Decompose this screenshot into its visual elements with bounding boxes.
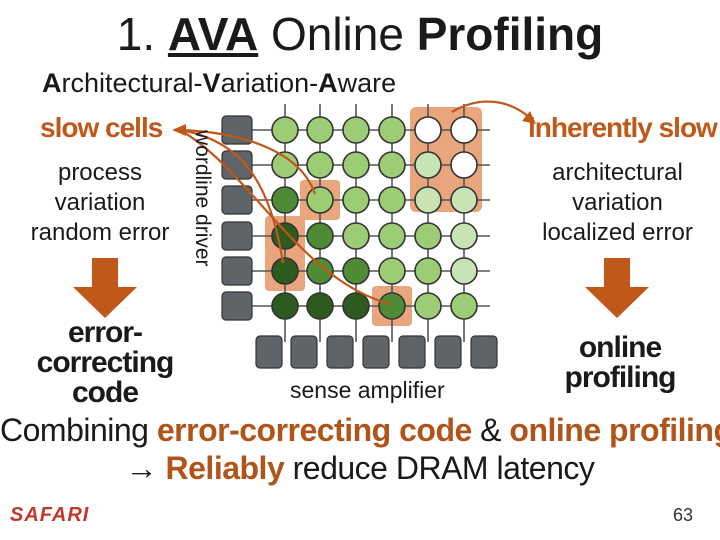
dram-cell	[450, 257, 478, 285]
sense-amplifier-block	[398, 335, 426, 369]
title-number: 1.	[116, 8, 156, 60]
dram-cell	[414, 292, 442, 320]
arrow-head-inherent	[522, 111, 536, 124]
ecc-line-1: error-correcting	[36, 316, 175, 379]
title-online: Online	[270, 8, 404, 60]
dram-cell	[306, 151, 334, 179]
right-desc-line-3: localized error	[542, 219, 693, 246]
dram-cell	[450, 222, 478, 250]
ecc-line-2: code	[71, 376, 139, 409]
wordline-driver-block	[221, 221, 253, 251]
right-desc-line-1: architectural	[552, 159, 683, 186]
arrow-right-icon: →	[125, 450, 158, 486]
dram-cell	[414, 151, 442, 179]
dram-cell	[450, 186, 478, 214]
summary-line-1: Combining error-correcting code & online…	[0, 412, 720, 449]
combining-text: Combining	[0, 412, 149, 448]
dram-cell	[342, 292, 370, 320]
right-description: architectural variation localized error	[530, 158, 705, 248]
down-arrow-left	[73, 258, 137, 318]
online-profiling-phrase: online profiling	[509, 412, 720, 448]
dram-cell	[450, 292, 478, 320]
dram-cell	[450, 151, 478, 179]
subtitle-rest2: ariation-	[220, 68, 319, 98]
slow-cell-arrows	[179, 128, 391, 306]
sense-amplifier-block	[290, 335, 318, 369]
reliably-text: Reliably	[165, 450, 285, 486]
subtitle-rest3: ware	[337, 68, 397, 98]
right-desc-line-2: variation	[572, 189, 663, 216]
inherently-slow-label: inherently slow	[528, 112, 718, 143]
slide-title: 1. AVA Online Profiling	[0, 6, 720, 62]
dram-cell	[306, 257, 334, 285]
safari-logo: SAFARI	[10, 504, 90, 526]
title-ava: AVA	[167, 8, 259, 60]
reduce-text: reduce DRAM latency	[292, 450, 595, 486]
arrow-head-slow	[172, 124, 186, 136]
sense-amplifiers	[255, 335, 498, 369]
dram-cell	[378, 222, 406, 250]
dram-cell	[342, 257, 370, 285]
dram-cell	[450, 116, 478, 144]
amp-text: &	[480, 412, 502, 448]
arrow-path-inherent	[451, 100, 531, 119]
wordline-driver-block	[221, 185, 253, 215]
dram-cell	[378, 116, 406, 144]
arrow-path-3	[179, 129, 391, 306]
summary-line-2: → Reliably reduce DRAM latency	[0, 450, 720, 487]
dram-cell	[342, 222, 370, 250]
cell-grid	[271, 116, 478, 320]
dram-cell	[342, 151, 370, 179]
subtitle-a2: A	[318, 68, 338, 98]
arrow-path-2	[179, 128, 285, 264]
sense-amplifier-block	[434, 335, 462, 369]
left-desc-line-1: process	[57, 159, 143, 186]
dram-cell	[271, 186, 299, 214]
dram-cell	[378, 186, 406, 214]
dram-cell	[414, 186, 442, 214]
title-profiling: Profiling	[416, 8, 604, 60]
dram-cell	[271, 257, 299, 285]
arrow-path-1	[179, 128, 317, 195]
dram-cell	[271, 116, 299, 144]
left-description: process variation random error	[20, 158, 180, 248]
ecc-phrase: error-correcting code	[156, 412, 472, 448]
left-desc-line-3: random error	[30, 219, 170, 246]
dram-cell	[271, 292, 299, 320]
dram-cell	[342, 116, 370, 144]
sense-amplifier-block	[470, 335, 498, 369]
sense-amplifier-block	[362, 335, 390, 369]
left-desc-line-2: variation	[54, 189, 146, 216]
down-arrow-right	[585, 258, 649, 318]
dram-cell	[414, 257, 442, 285]
dram-cell	[306, 222, 334, 250]
dram-cell	[271, 151, 299, 179]
wordline-driver-block	[221, 115, 253, 145]
wordline-driver-block	[221, 256, 253, 286]
subtitle: Architectural-Variation-Aware	[42, 68, 396, 99]
dram-cell	[342, 186, 370, 214]
subtitle-v: V	[202, 68, 221, 98]
dram-cell	[306, 186, 334, 214]
dram-cell	[306, 116, 334, 144]
dram-cell	[378, 292, 406, 320]
dram-cell	[378, 257, 406, 285]
sense-amplifier-block	[255, 335, 283, 369]
sense-amplifier-block	[326, 335, 354, 369]
sense-amplifier-label: sense amplifier	[290, 377, 445, 403]
dram-cell	[378, 151, 406, 179]
wordline-driver-label: wordline driver	[191, 129, 214, 267]
online-profiling-label: online profiling	[564, 331, 677, 394]
page-number: 63	[673, 505, 694, 525]
subtitle-a1: A	[42, 68, 62, 98]
slow-cells-label: slow cells	[40, 112, 163, 143]
dram-cell	[414, 116, 442, 144]
dram-cell	[414, 222, 442, 250]
wordline-driver-block	[221, 291, 253, 321]
subtitle-rest1: rchitectural-	[61, 68, 203, 98]
dram-cell	[306, 292, 334, 320]
ecc-label: error-correcting code	[0, 318, 210, 408]
